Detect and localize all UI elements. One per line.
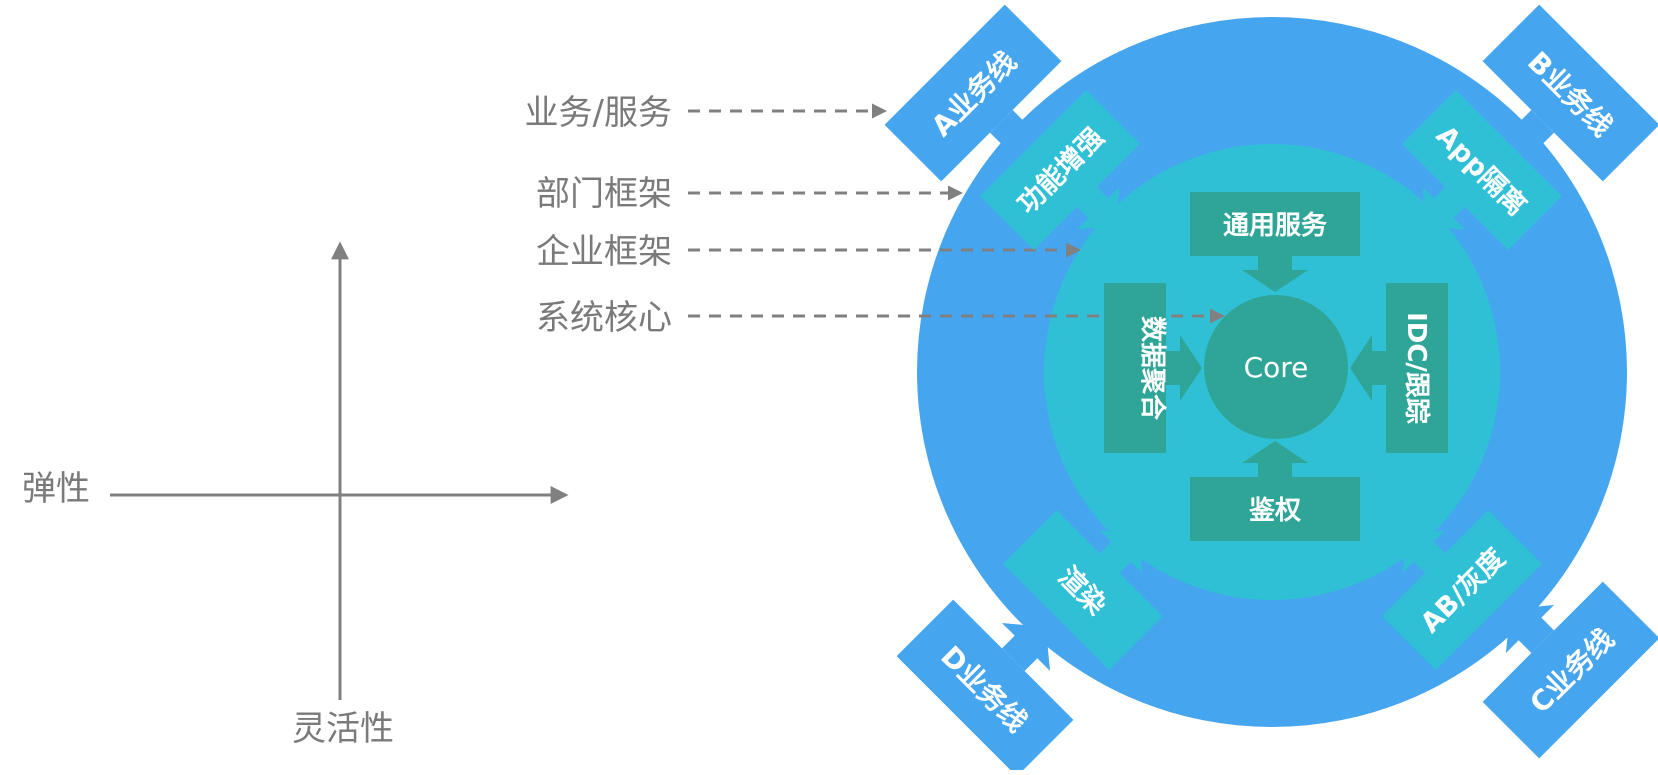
inner-module-auth: 鉴权: [1190, 441, 1360, 541]
inner-module-idc-tracking: IDC/跟踪: [1350, 283, 1448, 453]
core-label: Core: [1244, 351, 1309, 384]
inner-module-auth-label: 鉴权: [1248, 496, 1301, 526]
layer-label-business: 业务/服务: [525, 93, 672, 133]
core: Core: [1204, 295, 1348, 439]
inner-module-data-aggregation-label: 数据聚合: [1137, 316, 1168, 421]
layer-label-core: 系统核心: [536, 298, 672, 338]
inner-module-common-service-label: 通用服务: [1223, 211, 1327, 241]
business-line-a: A业务线: [884, 4, 1062, 182]
inner-module-data-aggregation: 数据聚合: [1104, 283, 1202, 453]
axes: 弹性 灵活性: [22, 241, 569, 749]
horizontal-axis-label: 弹性: [22, 469, 90, 509]
module-render: 渲染: [1003, 510, 1163, 670]
inner-module-common-service: 通用服务: [1190, 192, 1360, 292]
inner-module-idc-tracking-label: IDC/跟踪: [1401, 312, 1432, 424]
layer-label-department: 部门框架: [536, 174, 672, 214]
layer-label-enterprise: 企业框架: [536, 232, 672, 272]
vertical-axis-label: 灵活性: [292, 709, 394, 749]
business-line-b: B业务线: [1482, 4, 1658, 182]
layer-labels: 业务/服务 部门框架 企业框架 系统核心: [525, 93, 672, 338]
